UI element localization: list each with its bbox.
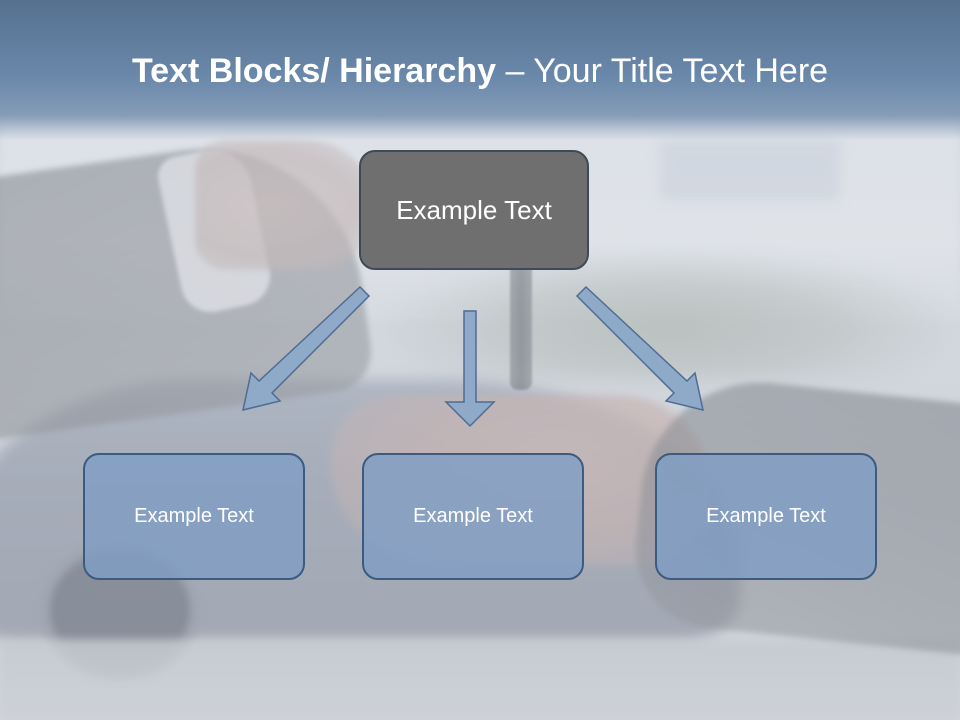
- child-node-label: Example Text: [706, 505, 826, 527]
- child-node-label: Example Text: [413, 505, 533, 527]
- title-band: [0, 0, 960, 140]
- background-left-hand: [195, 140, 375, 270]
- background-building: [660, 140, 840, 200]
- child-node-label: Example Text: [134, 505, 254, 527]
- arrow-to-left: [242, 285, 371, 412]
- top-node-label: Example Text: [396, 194, 552, 225]
- child-node-center[interactable]: Example Text: [362, 453, 584, 580]
- slide-title-rest: – Your Title Text Here: [496, 52, 829, 90]
- background-car-key: [510, 260, 532, 390]
- arrow-to-center: [444, 310, 496, 428]
- arrow-to-right: [575, 285, 704, 412]
- child-node-left[interactable]: Example Text: [83, 453, 305, 580]
- top-node[interactable]: Example Text: [359, 150, 589, 270]
- slide-title: Text Blocks/ Hierarchy – Your Title Text…: [0, 52, 960, 91]
- slide-title-bold: Text Blocks/ Hierarchy: [131, 52, 497, 90]
- background-road: [0, 640, 960, 720]
- child-node-right[interactable]: Example Text: [655, 453, 877, 580]
